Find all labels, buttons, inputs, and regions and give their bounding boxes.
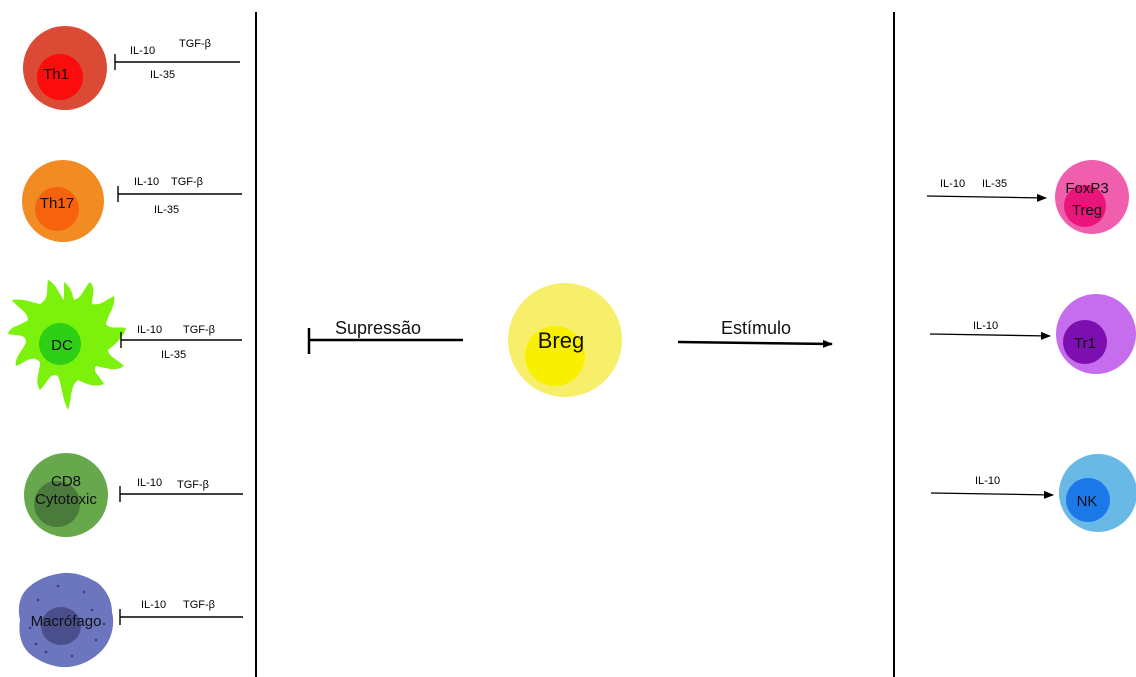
macrophage-nucleus	[41, 607, 81, 645]
dc-cytokine-il35: IL-35	[161, 349, 186, 361]
cell-treg: FoxP3 Treg	[1055, 160, 1129, 234]
cd8-nucleus	[34, 481, 80, 527]
treg-arrow	[926, 193, 1047, 202]
stimulus-label: Estímulo	[721, 318, 791, 338]
cell-cd8: CD8 Cytotoxic	[24, 453, 108, 537]
th17-cytokine-tgfb: TGF-β	[171, 176, 203, 188]
tr1-arrow	[929, 331, 1051, 340]
treg-cytokine-il10: IL-10	[940, 178, 965, 190]
cd8-inhibition: IL-10 TGF-β	[119, 477, 243, 502]
cell-th17: Th17	[22, 160, 104, 242]
th17-label: Th17	[40, 195, 74, 212]
tr1-nucleus	[1063, 320, 1107, 364]
cell-macrophage: Macrófago	[18, 572, 114, 668]
macrophage-label: Macrófago	[31, 613, 102, 630]
cell-dc: DC	[8, 280, 126, 410]
tr1-stimulation: IL-10	[929, 320, 1051, 340]
treg-cytokine-il35: IL-35	[982, 178, 1007, 190]
dc-nucleus	[39, 323, 81, 365]
macrophage-cytokine-il10: IL-10	[141, 599, 166, 611]
dc-cytokine-il10: IL-10	[137, 324, 162, 336]
cd8-cytokine-tgfb: TGF-β	[177, 479, 209, 491]
tr1-cytokine-il10: IL-10	[973, 320, 998, 332]
th1-inhibition: IL-10 TGF-β IL-35	[114, 38, 240, 81]
stimulus-line	[677, 339, 833, 348]
th1-cytokine-il35: IL-35	[150, 69, 175, 81]
th17-inhibition: IL-10 TGF-β IL-35	[117, 176, 242, 216]
treg-nucleus	[1064, 185, 1106, 227]
suppression-arrow: Supressão	[307, 318, 463, 354]
dc-cytokine-tgfb: TGF-β	[183, 324, 215, 336]
treg-label-line2: Treg	[1072, 202, 1102, 219]
th1-cytokine-tgfb: TGF-β	[179, 38, 211, 50]
macrophage-cytokine-tgfb: TGF-β	[183, 599, 215, 611]
nk-arrow	[930, 490, 1054, 499]
nk-stimulation: IL-10	[930, 475, 1054, 499]
treg-label: FoxP3	[1065, 180, 1108, 197]
cd8-cytokine-il10: IL-10	[137, 477, 162, 489]
th1-nucleus	[37, 54, 83, 100]
th17-cytokine-il10: IL-10	[134, 176, 159, 188]
nk-cytokine-il10: IL-10	[975, 475, 1000, 487]
suppression-label: Supressão	[335, 318, 421, 338]
nk-nucleus	[1066, 478, 1110, 522]
cd8-label-line2: Cytotoxic	[35, 491, 97, 508]
cell-tr1: Tr1	[1056, 294, 1136, 374]
th1-label: Th1	[43, 66, 69, 83]
th17-nucleus	[35, 187, 79, 231]
cell-th1: Th1	[23, 26, 107, 110]
dc-label: DC	[51, 337, 73, 354]
cell-breg: Breg	[508, 283, 622, 397]
treg-stimulation: IL-10 IL-35	[926, 178, 1047, 202]
stimulus-arrow: Estímulo	[677, 318, 833, 348]
macrophage-inhibition: IL-10 TGF-β	[119, 599, 243, 625]
th1-cytokine-il10: IL-10	[130, 45, 155, 57]
macrophage-granules	[28, 584, 106, 658]
cell-nk: NK	[1059, 454, 1136, 532]
th17-cytokine-il35: IL-35	[154, 204, 179, 216]
cd8-label: CD8	[51, 473, 81, 490]
tr1-label: Tr1	[1074, 335, 1096, 352]
breg-nucleus	[525, 326, 585, 386]
breg-label: Breg	[538, 328, 584, 353]
nk-label: NK	[1077, 493, 1098, 510]
dc-inhibition: IL-10 TGF-β IL-35	[120, 324, 242, 361]
